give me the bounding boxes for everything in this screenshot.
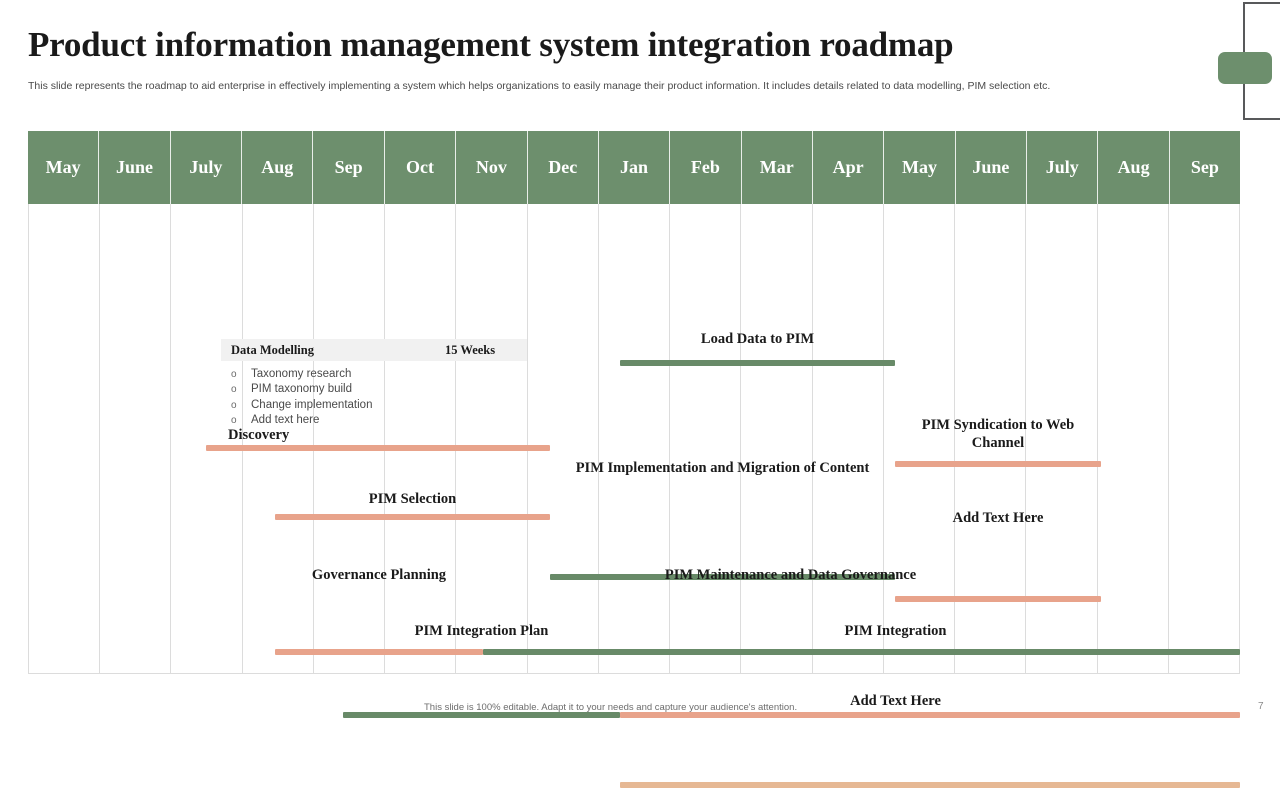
month-header-cell-13: June xyxy=(956,131,1028,204)
footer-note: This slide is 100% editable. Adapt it to… xyxy=(424,702,798,713)
data-modelling-callout[interactable]: Data Modelling 15 Weeks o Taxonomy resear… xyxy=(221,339,527,429)
month-header-cell-4: Sep xyxy=(313,131,385,204)
gantt-bar-pim-selection[interactable] xyxy=(275,514,550,520)
gantt-bar-label-add-text-here-lower: Add Text Here xyxy=(850,693,941,709)
bullet-circle-icon: o xyxy=(231,369,237,380)
gantt-bar-pim-implementation[interactable] xyxy=(550,574,895,580)
gantt-bar-label-pim-maintenance: PIM Maintenance and Data Governance xyxy=(664,567,917,583)
page-title: Product information management system in… xyxy=(28,25,954,64)
gantt-bar-label-pim-syndication: PIM Syndication to Web Channel xyxy=(921,417,1075,452)
grid-column-1 xyxy=(100,204,172,673)
grid-column-2 xyxy=(171,204,243,673)
grid-column-9 xyxy=(670,204,742,673)
callout-bullet-item: o PIM taxonomy build xyxy=(221,382,527,397)
gantt-bar-load-data-to-pim[interactable] xyxy=(620,360,895,366)
grid-column-15 xyxy=(1098,204,1169,673)
grid-column-12 xyxy=(884,204,956,673)
grid-column-3 xyxy=(243,204,314,673)
callout-bullet-item: o Taxonomy research xyxy=(221,367,527,382)
month-header-cell-16: Sep xyxy=(1190,157,1219,177)
callout-bullet-item: o Change implementation xyxy=(221,398,527,413)
gantt-bar-pim-integration[interactable] xyxy=(620,712,1240,718)
grid-column-8 xyxy=(599,204,671,673)
grid-column-4 xyxy=(314,204,386,673)
gantt-bar-governance-planning[interactable] xyxy=(275,649,483,655)
grid-column-10 xyxy=(741,204,813,673)
month-header-cell-2: July xyxy=(171,131,243,204)
gantt-bar-pim-integration-plan[interactable] xyxy=(343,712,620,718)
grid-column-11 xyxy=(813,204,884,673)
grid-column-13 xyxy=(955,204,1027,673)
gantt-bar-add-text-here-upper[interactable] xyxy=(895,596,1101,602)
decorative-green-block xyxy=(1218,52,1272,84)
slide-description: This slide represents the roadmap to aid… xyxy=(28,80,1051,92)
grid-column-5 xyxy=(385,204,457,673)
gantt-grid-body xyxy=(28,204,1240,674)
callout-title: Data Modelling xyxy=(231,342,314,357)
gantt-bar-label-pim-implementation: PIM Implementation and Migration of Cont… xyxy=(575,460,870,476)
grid-column-6 xyxy=(456,204,528,673)
callout-bullet-text: Taxonomy research xyxy=(251,368,352,380)
gantt-bar-label-governance-planning: Governance Planning xyxy=(311,567,447,583)
gantt-bar-label-discovery: Discovery xyxy=(228,427,290,443)
month-header-cell-6: Nov xyxy=(456,131,528,204)
month-header-cell-10: Mar xyxy=(742,131,813,204)
month-header-cell-11: Apr xyxy=(813,131,885,204)
callout-bullet-text: PIM taxonomy build xyxy=(251,383,352,396)
month-header-cell-3: Aug xyxy=(242,131,314,204)
gantt-bars-overlay: Data Modelling 15 Weeks o Taxonomy resear… xyxy=(28,204,1240,788)
gantt-grid-lines xyxy=(29,204,1239,673)
callout-bullet-item: o Add text here xyxy=(221,413,527,428)
month-header-cell-5: Oct xyxy=(385,131,457,204)
month-header-cell-8: Jan xyxy=(599,131,671,204)
month-header-cell-9: Feb xyxy=(670,131,742,204)
grid-column-7 xyxy=(528,204,599,673)
gantt-bar-pim-syndication[interactable] xyxy=(895,461,1101,467)
gantt-bar-pim-maintenance[interactable] xyxy=(483,649,1240,655)
callout-bullet-text: Add text here xyxy=(251,414,320,427)
gantt-bar-label-load-data-to-pim: Load Data to PIM xyxy=(700,331,815,347)
bullet-circle-icon: o xyxy=(231,384,237,396)
gantt-bar-discovery[interactable] xyxy=(206,445,550,451)
gantt-bar-label-pim-integration: PIM Integration xyxy=(844,623,947,639)
bullet-circle-icon: o xyxy=(231,399,237,411)
month-header-cell-15: Aug xyxy=(1098,131,1170,204)
month-header-cell-12: May xyxy=(884,131,956,204)
callout-duration-badge: 15 Weeks xyxy=(445,342,496,357)
month-header-cell-7: Dec xyxy=(528,131,599,204)
month-header-cell-0: May xyxy=(28,131,100,204)
callout-header: Data Modelling 15 Weeks xyxy=(221,339,527,361)
gantt-bar-label-add-text-here-upper: Add Text Here xyxy=(952,510,1044,526)
gantt-bar-add-text-here-lower[interactable] xyxy=(620,782,1240,788)
callout-bullet-text: Change implementation xyxy=(251,398,373,411)
month-header-cell-1: June xyxy=(99,131,171,204)
month-header-cell-14: July xyxy=(1027,131,1099,204)
grid-column-0 xyxy=(29,204,101,673)
page-number: 7 xyxy=(1258,701,1264,712)
gantt-bar-label-pim-selection: PIM Selection xyxy=(368,491,457,507)
gantt-bar-label-pim-integration-plan: PIM Integration Plan xyxy=(414,623,549,639)
bullet-circle-icon: o xyxy=(231,415,237,427)
grid-column-14 xyxy=(1026,204,1098,673)
